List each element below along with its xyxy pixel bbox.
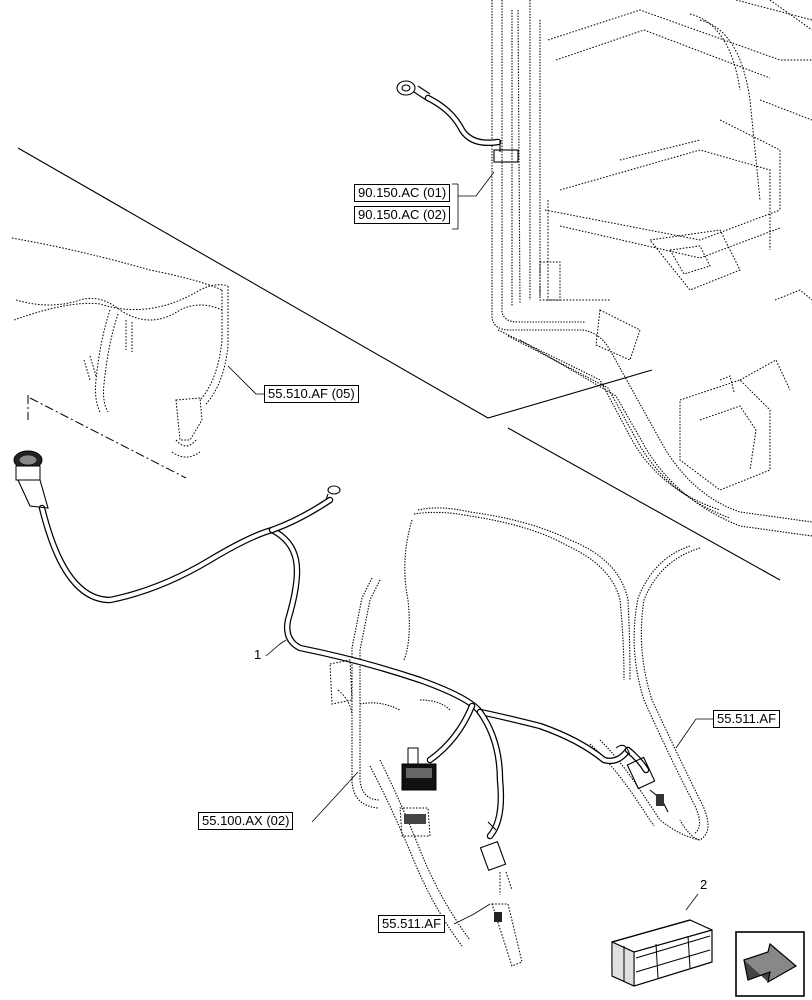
connector-bottom-plug <box>491 903 523 967</box>
ref-55-100-ax-02[interactable]: 55.100.AX (02) <box>198 812 294 830</box>
main-wire-harness <box>38 496 650 840</box>
battery-cable <box>396 80 519 163</box>
ref-55-510-af-05[interactable]: 55.510.AF (05) <box>264 385 359 403</box>
ref-55-511-af-bottom[interactable]: 55.511.AF <box>378 915 446 933</box>
connector-dotted-mid <box>329 659 353 715</box>
floor-outline <box>11 237 229 458</box>
body-frame-outline <box>351 507 709 947</box>
detail-separator-line <box>17 147 781 581</box>
cab-frame-illustration <box>491 0 812 537</box>
connector-round-left <box>13 450 49 509</box>
leader-lines <box>227 171 716 925</box>
connector-lower-dotted <box>399 807 431 837</box>
ref-55-511-af-right[interactable]: 55.511.AF <box>713 710 781 728</box>
alignment-guide <box>27 395 187 479</box>
ref-90-150-ac-02[interactable]: 90.150.AC (02) <box>354 206 451 224</box>
parts-kit-crate-icon <box>611 919 713 987</box>
ring-terminal <box>325 485 341 501</box>
ref-90-150-ac-01[interactable]: 90.150.AC (01) <box>354 184 451 202</box>
callout-item-1: 1 <box>254 647 262 662</box>
connector-right <box>615 744 669 813</box>
connector-branch <box>479 821 507 872</box>
callout-item-2: 2 <box>700 877 708 892</box>
connector-black-block <box>401 747 437 791</box>
next-page-arrow-icon <box>735 931 805 997</box>
